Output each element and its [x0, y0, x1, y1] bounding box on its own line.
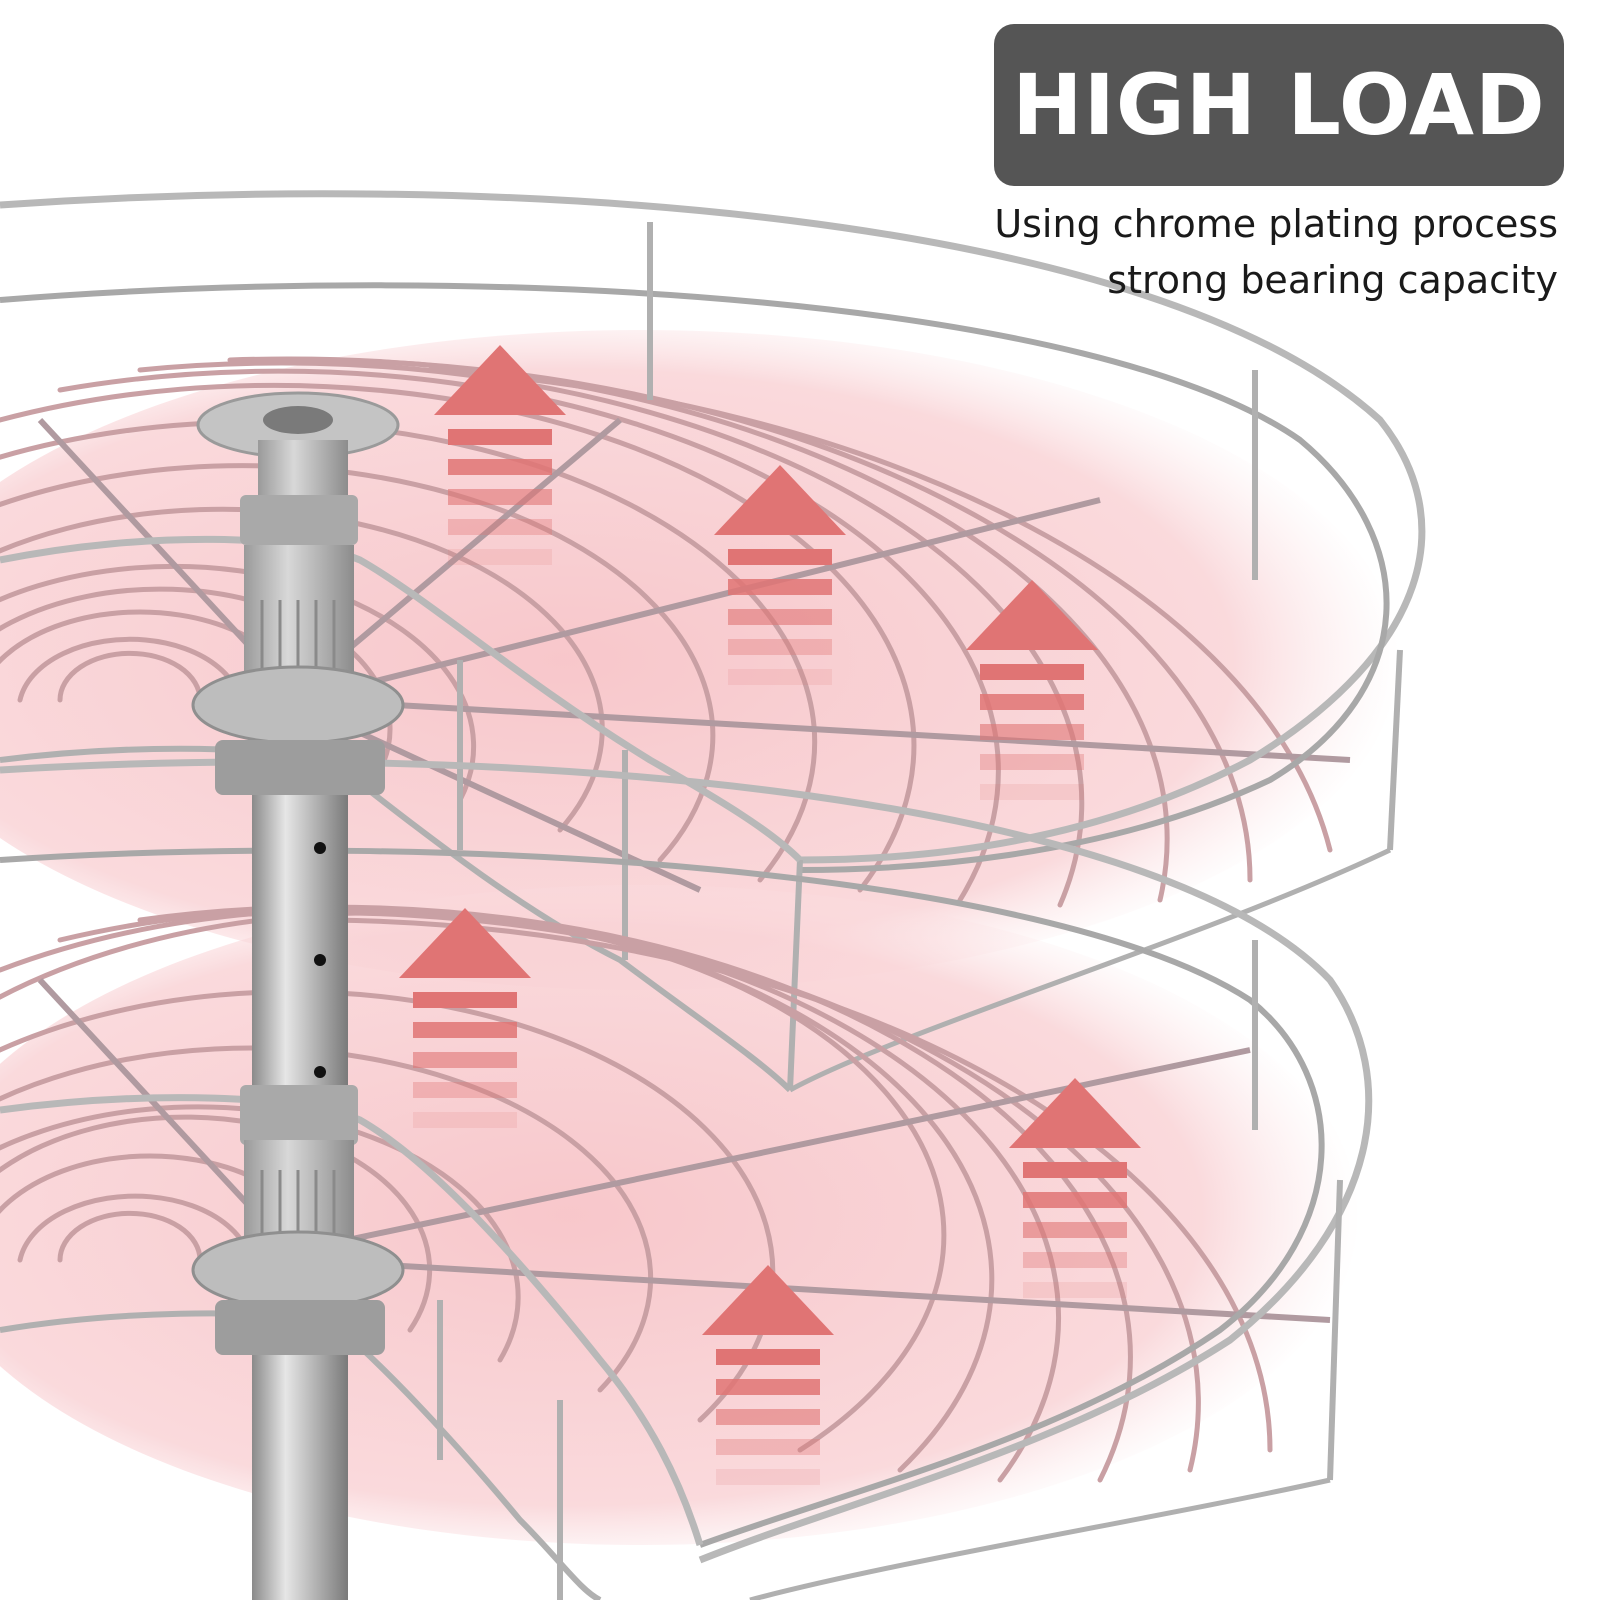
feature-description: Using chrome plating process strong bear…: [858, 196, 1558, 308]
bottom-tray: [0, 758, 1373, 1600]
description-line-2: strong bearing capacity: [1107, 258, 1558, 302]
badge-label: HIGH LOAD: [1012, 56, 1546, 154]
load-arrows: [399, 345, 1141, 1485]
load-arrow-up-icon: [714, 465, 846, 685]
load-arrow-up-icon: [1009, 1078, 1141, 1298]
center-pole: [191, 391, 405, 1600]
bottom-tray-highlight: [0, 885, 1360, 1545]
description-line-1: Using chrome plating process: [994, 202, 1558, 246]
load-arrow-up-icon: [434, 345, 566, 565]
load-arrow-up-icon: [966, 580, 1098, 800]
load-arrow-up-icon: [399, 908, 531, 1128]
load-arrow-up-icon: [702, 1265, 834, 1485]
high-load-badge: HIGH LOAD: [994, 24, 1564, 186]
